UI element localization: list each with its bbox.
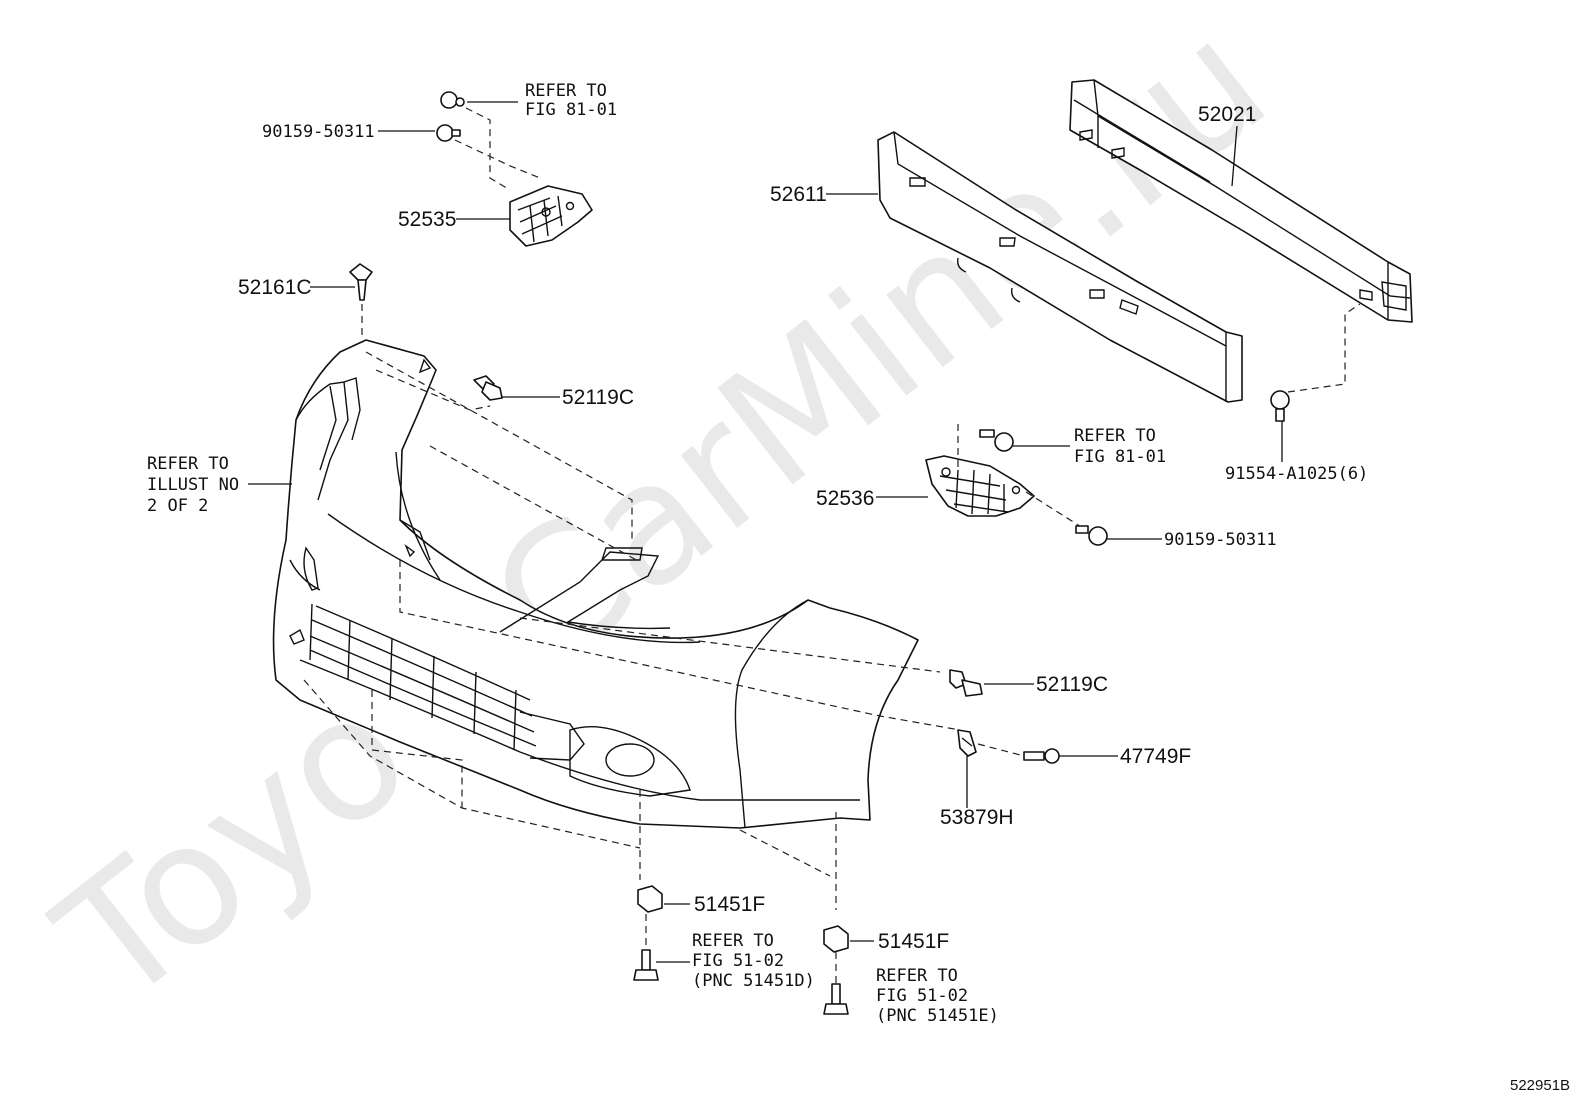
label-90159-50311-right: 90159-50311 xyxy=(1164,530,1277,550)
label-refer-fig-51-02-right-line3: (PNC 51451E) xyxy=(876,1006,999,1026)
label-refer-fig-51-02-left-line1: REFER TO xyxy=(692,931,774,951)
retainer-bracket-52535 xyxy=(509,185,593,247)
dash-guide-lower-2 xyxy=(371,690,463,808)
label-refer-fig-81-01-right-line2: FIG 81-01 xyxy=(1074,447,1166,467)
label-52119c-bottom: 52119C xyxy=(1036,673,1108,696)
bumper-reinforcement-52021 xyxy=(1069,79,1413,323)
clip-fastener-top-1 xyxy=(440,91,465,109)
clip-52119c-top xyxy=(473,375,503,401)
clip-52119c-bottom xyxy=(949,669,983,697)
screw-refer-fig-51-02-right xyxy=(823,983,849,1015)
label-refer-fig-51-02-left-line2: FIG 51-02 xyxy=(692,951,784,971)
front-bumper-cover xyxy=(272,339,919,829)
screw-47749f xyxy=(1023,748,1060,764)
label-refer-illust-line3: 2 OF 2 xyxy=(147,496,208,516)
dash-guide-center xyxy=(429,445,641,563)
label-52611: 52611 xyxy=(770,183,827,206)
push-clip-52161c xyxy=(349,263,373,301)
dash-guide-52161c-to-center xyxy=(365,351,633,540)
leader-52021 xyxy=(1231,125,1238,187)
label-52021: 52021 xyxy=(1198,103,1256,126)
screw-refer-fig-51-02-left xyxy=(633,949,659,981)
illustration-code: 522951B xyxy=(1510,1077,1570,1094)
label-52119c-top: 52119C xyxy=(562,386,634,409)
dash-guide-47749f xyxy=(977,743,1025,757)
label-refer-fig-51-02-right-line1: REFER TO xyxy=(876,966,958,986)
clip-51451f-right xyxy=(823,925,849,953)
dash-guide-91554 xyxy=(1287,303,1361,393)
retainer-bracket-52536 xyxy=(925,455,1035,517)
label-52161c: 52161C xyxy=(238,276,312,299)
bolt-90159-50311-top xyxy=(436,124,461,142)
dash-guide-52119c-top xyxy=(375,369,491,411)
retainer-53879h xyxy=(957,729,977,757)
dash-guide-52536-right xyxy=(1025,491,1087,531)
dash-guide-52119c-bottom xyxy=(519,617,941,673)
dash-guide-top-1 xyxy=(465,107,511,191)
label-52535: 52535 xyxy=(398,208,456,231)
clip-51451f-left xyxy=(637,885,663,913)
label-refer-fig-81-01-top-line1: REFER TO xyxy=(525,81,607,101)
dash-guide-lower-3 xyxy=(739,829,831,877)
dash-guide-top-2 xyxy=(454,139,541,179)
label-refer-illust-line1: REFER TO xyxy=(147,454,229,474)
label-53879h: 53879H xyxy=(940,806,1014,829)
label-47749f: 47749F xyxy=(1120,745,1191,768)
energy-absorber-52611 xyxy=(877,131,1243,403)
label-refer-fig-51-02-left-line3: (PNC 51451D) xyxy=(692,971,815,991)
label-51451f-left: 51451F xyxy=(694,893,765,916)
label-52536: 52536 xyxy=(816,487,874,510)
bolt-refer-fig-81-01-right xyxy=(979,429,1014,452)
label-51451f-right: 51451F xyxy=(878,930,949,953)
label-refer-fig-81-01-right-line1: REFER TO xyxy=(1074,426,1156,446)
bolt-90159-50311-right xyxy=(1075,525,1108,546)
label-refer-illust-line2: ILLUST NO xyxy=(147,475,239,495)
dash-guide-53879h xyxy=(399,560,961,731)
label-90159-50311-top: 90159-50311 xyxy=(262,122,375,142)
label-refer-fig-51-02-right-line2: FIG 51-02 xyxy=(876,986,968,1006)
bolt-91554-a1025 xyxy=(1270,390,1290,422)
watermark-text: ToyotaCarMine.ru xyxy=(23,0,1301,1042)
label-refer-fig-81-01-top-line2: FIG 81-01 xyxy=(525,100,617,120)
label-91554-a1025: 91554-A1025(6) xyxy=(1225,464,1368,484)
